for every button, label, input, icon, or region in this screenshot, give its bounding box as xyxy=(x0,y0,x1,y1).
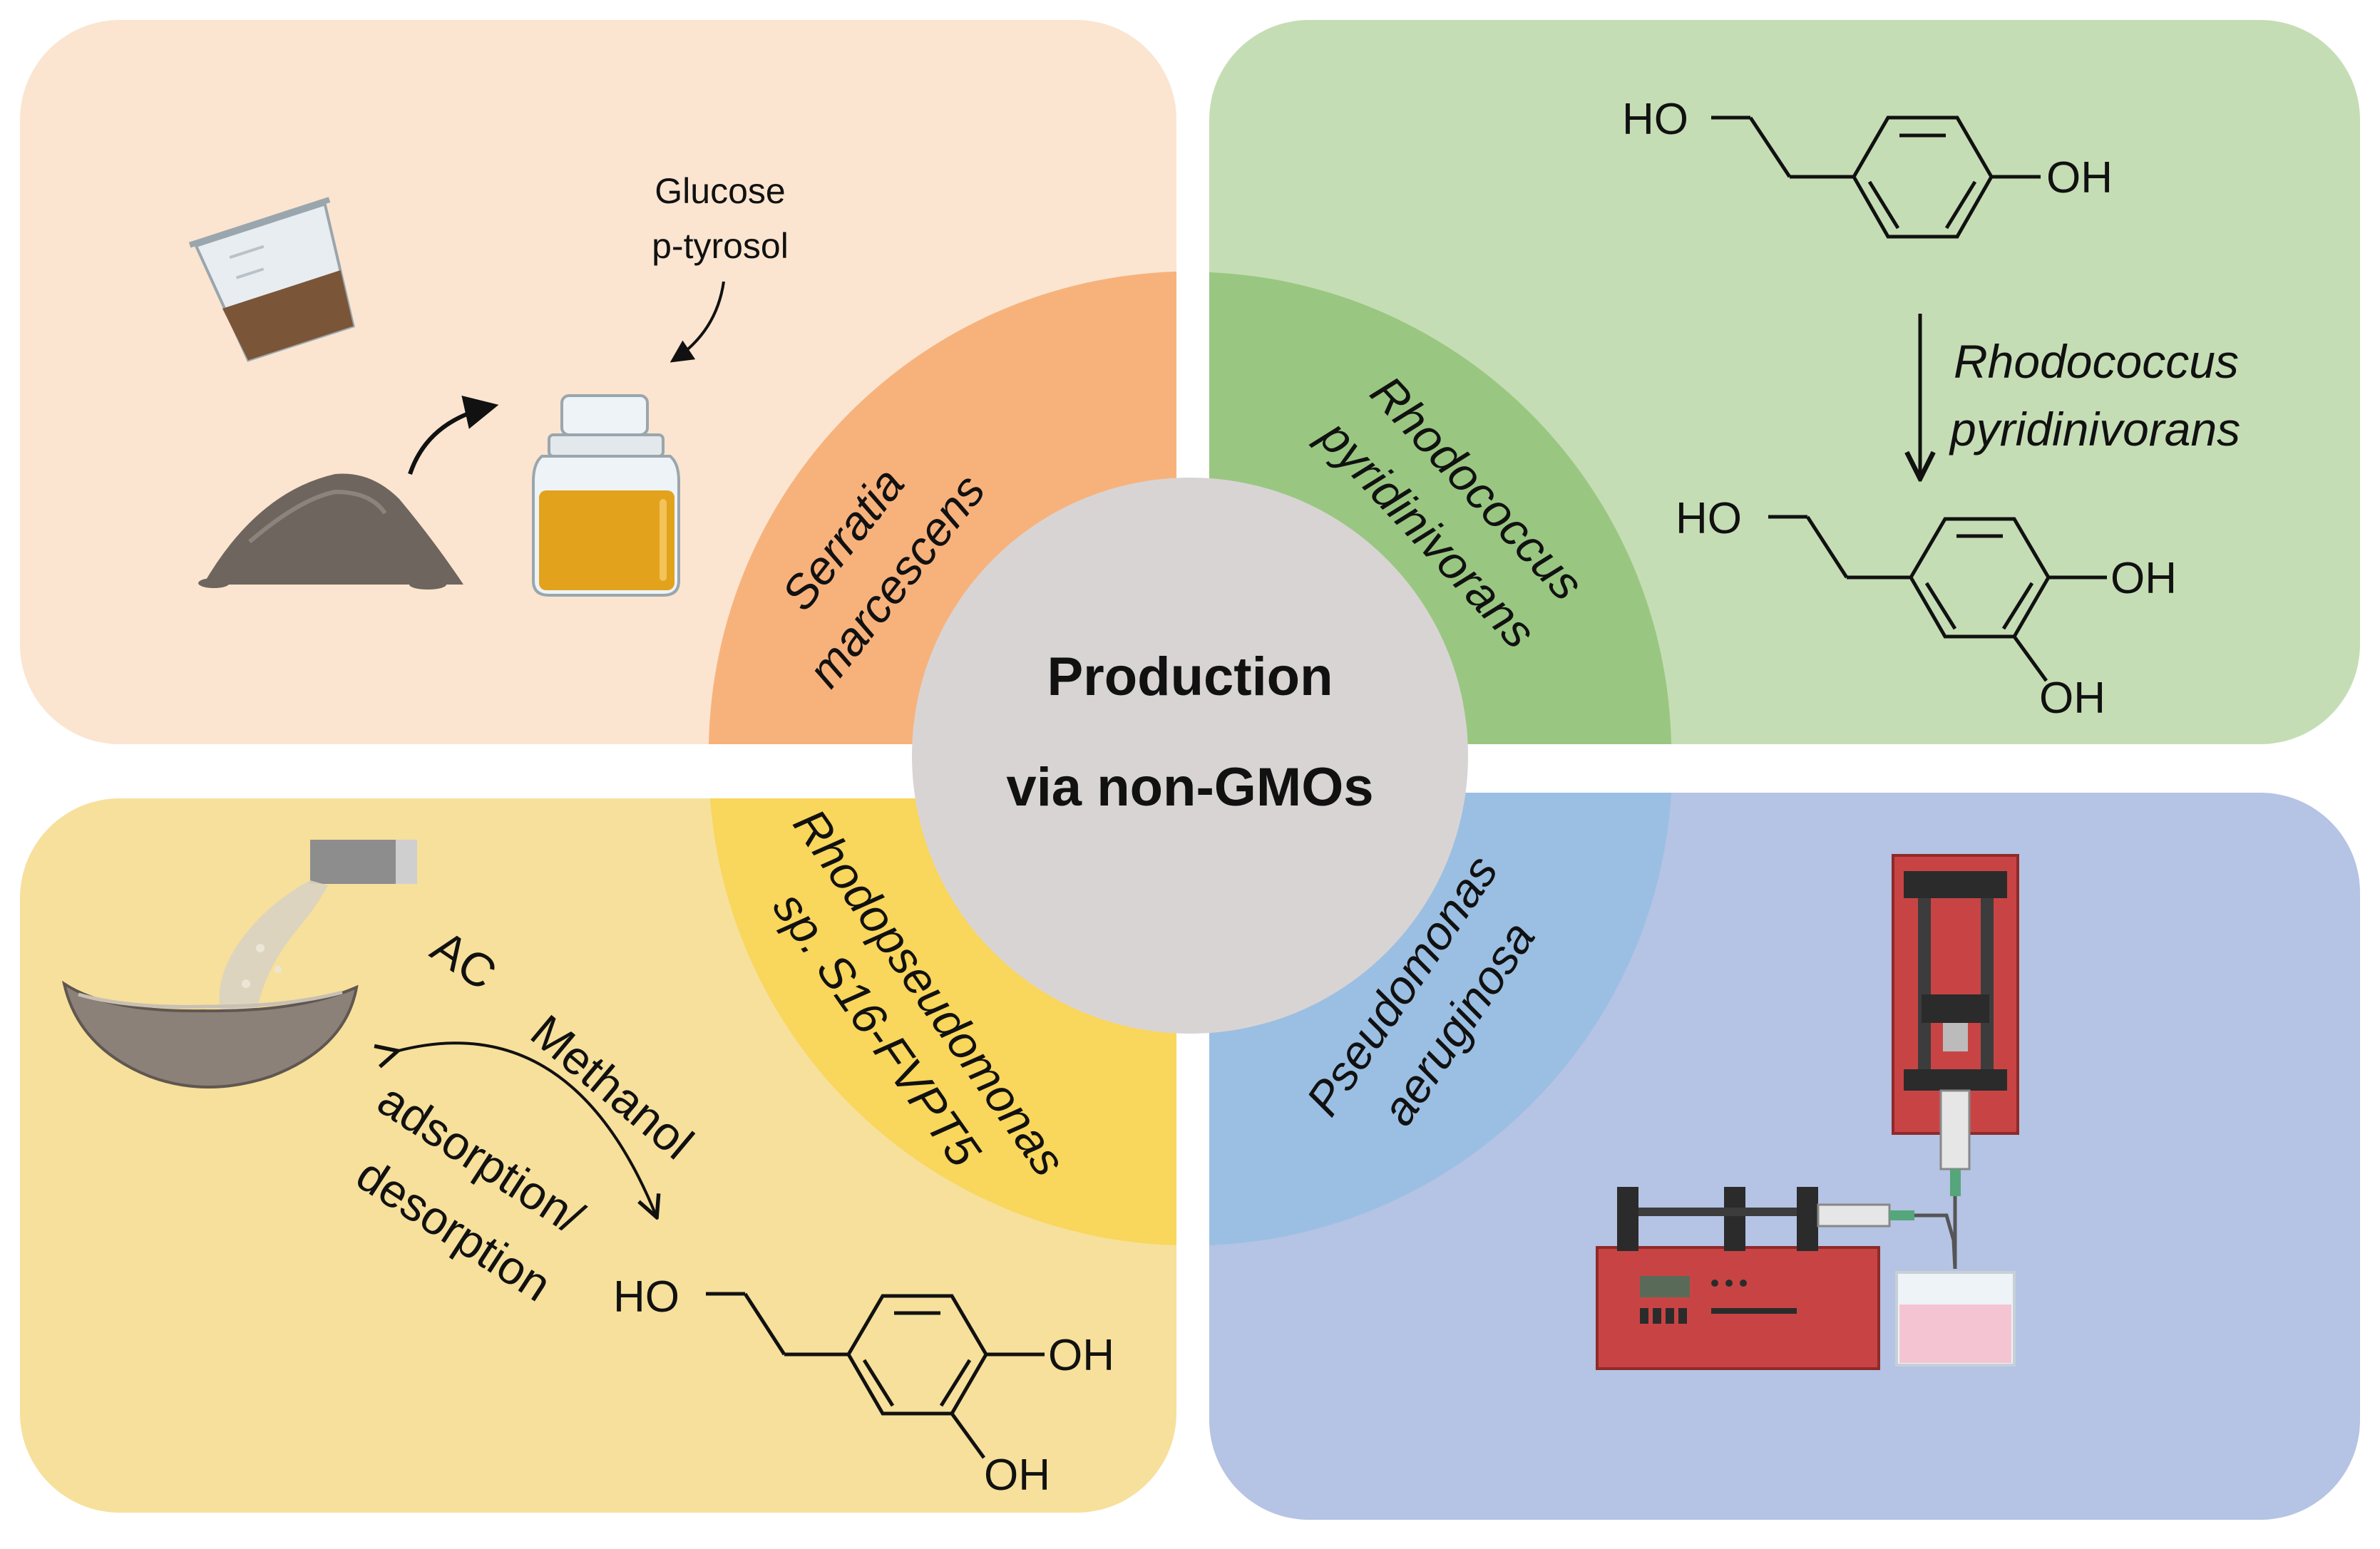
product-structure-bottom xyxy=(706,1292,1045,1459)
elution-arrow xyxy=(396,1041,656,1215)
sediment-bowl-icon xyxy=(61,980,359,1089)
product-bottom-ho-label: HO xyxy=(613,1272,679,1322)
substrate-structure xyxy=(1711,115,2041,239)
culture-bottle-icon xyxy=(532,394,680,597)
product-bottom-oh1-label: OH xyxy=(1048,1331,1114,1380)
feed-arrow xyxy=(670,281,725,363)
product-structure-top xyxy=(1768,515,2107,682)
center-circle xyxy=(912,478,1468,1034)
substrate-ho-label: HO xyxy=(1622,95,1688,144)
substrate-oh-label: OH xyxy=(2046,153,2113,202)
collection-vial-icon xyxy=(1895,1271,2016,1367)
product-top-ho-label: HO xyxy=(1676,494,1742,543)
center-title-line1: Production xyxy=(1047,647,1333,707)
beaker-icon xyxy=(188,197,355,362)
product-top-oh1-label: OH xyxy=(2110,554,2177,603)
enzyme-label-line1: Rhodococcus xyxy=(1954,335,2239,388)
feed-label-line1: Glucose xyxy=(655,171,785,211)
syringe-pump-icon xyxy=(1596,854,2019,1370)
transfer-arrow xyxy=(408,395,499,475)
soil-pile-icon xyxy=(198,473,463,590)
feed-label-line2: p-tyrosol xyxy=(652,226,789,266)
enzyme-label-line2: pyridinivorans xyxy=(1949,403,2240,456)
product-bottom-oh2-label: OH xyxy=(984,1451,1050,1500)
pouring-pipe-icon xyxy=(219,840,417,1012)
product-top-oh2-label: OH xyxy=(2039,674,2105,723)
center-title-line2: via non-GMOs xyxy=(1006,757,1373,818)
